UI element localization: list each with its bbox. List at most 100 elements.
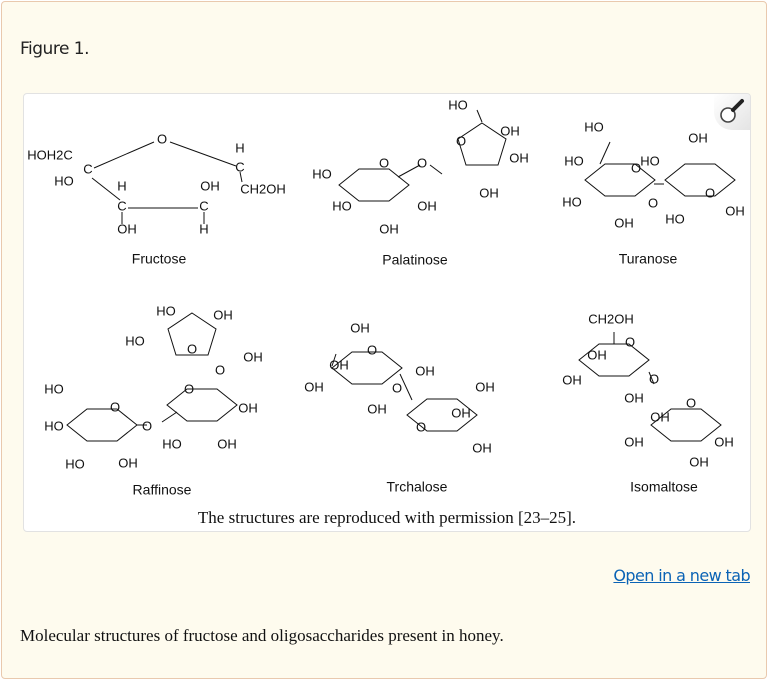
atom-label: OH [243,349,263,364]
molecular-structures-drawing: OHOH2CHOCHCOHOHCHHCCH2OHFructoseHOOHOOHO… [27,97,745,498]
atom-label: O [184,381,194,396]
bond [239,171,243,183]
magnifier-icon [720,99,744,123]
atom-label: OH [509,150,529,165]
atom-label: HO [584,119,604,134]
zoom-button[interactable] [714,94,750,130]
atom-label: HO [54,173,74,188]
atom-label: OH [238,400,258,415]
figure-caption: Molecular structures of fructose and oli… [20,626,504,645]
bond [399,373,413,401]
atom-label: OH [118,455,138,470]
atom-label: OH [217,436,237,451]
ring [66,408,138,442]
ring [166,388,238,422]
bond [476,109,483,123]
molecule-name: Isomaltose [630,479,698,495]
atom-label: O [215,362,225,377]
bond [169,141,237,167]
ring [457,122,507,166]
atom-label: O [392,380,402,395]
ring [167,312,217,356]
atom-label: OH [725,203,745,218]
bond [648,371,655,385]
atom-label: C [235,159,244,174]
molecule-name: Turanose [619,251,678,267]
atom-label: O [367,342,377,357]
atom-label: O [649,371,659,386]
atom-label: CH2OH [240,181,286,196]
open-in-new-tab-link[interactable]: Open in a new tab [613,566,750,585]
figure-label: Figure 1. [20,39,90,59]
ring [584,163,656,197]
bond [161,411,178,423]
atom-label: OH [415,363,435,378]
atom-label: HO [162,436,182,451]
atom-label: HO [332,198,352,213]
atom-label: OH [688,130,708,145]
atom-label: HO [65,456,85,471]
atom-label: OH [714,434,734,449]
atom-label: OH [329,357,349,372]
atom-label: C [199,198,208,213]
atom-label: OH [650,409,670,424]
atom-label: HOH2C [27,147,73,162]
atom-label: OH [379,221,399,236]
atom-label: O [648,195,658,210]
atom-label: HO [312,166,332,181]
atom-label: O [705,185,715,200]
atom-label: OH [451,405,471,420]
atom-label: O [379,155,389,170]
bond [91,177,121,201]
ring [578,343,650,377]
atom-label: OH [475,379,495,394]
bond [331,353,337,367]
atom-label: HO [562,194,582,209]
atom-label: HO [448,97,468,112]
atom-label: HO [640,153,660,168]
atom-label: OH [472,440,492,455]
atom-label: O [625,334,635,349]
atom-label: O [110,399,120,414]
ring [664,163,736,197]
figure-credit: The structures are reproduced with permi… [197,508,577,527]
atom-label: O [456,133,466,148]
atom-label: OH [587,347,607,362]
atom-label: C [117,198,126,213]
ring [338,168,410,202]
atom-label: HO [564,153,584,168]
atom-label: O [686,395,696,410]
bond [397,164,421,178]
bond [429,164,443,175]
molecule-name: Fructose [132,251,187,267]
atom-label: OH [213,307,233,322]
atom-label: O [187,341,197,356]
atom-label: OH [367,401,387,416]
atom-label: OH [200,178,220,193]
atom-label: OH [689,454,709,469]
ring [331,351,403,385]
molecule-name: Raffinose [133,482,192,498]
atom-label: HO [125,333,145,348]
molecule-name: Trchalose [387,479,448,495]
atom-label: H [235,140,244,155]
atom-label: H [199,221,208,236]
atom-label: O [417,155,427,170]
atom-label: OH [562,372,582,387]
atom-label: HO [156,303,176,318]
bond [599,141,611,165]
atom-label: HO [44,418,64,433]
atom-label: OH [624,390,644,405]
atom-label: OH [500,123,520,138]
atom-label: O [416,419,426,434]
atom-label: C [83,161,92,176]
atom-label: H [117,178,126,193]
molecule-name: Palatinose [382,252,448,268]
atom-label: OH [117,221,137,236]
atom-label: OH [624,434,644,449]
atom-label: HO [665,211,685,226]
atom-label: O [631,160,641,175]
ring [406,398,478,432]
